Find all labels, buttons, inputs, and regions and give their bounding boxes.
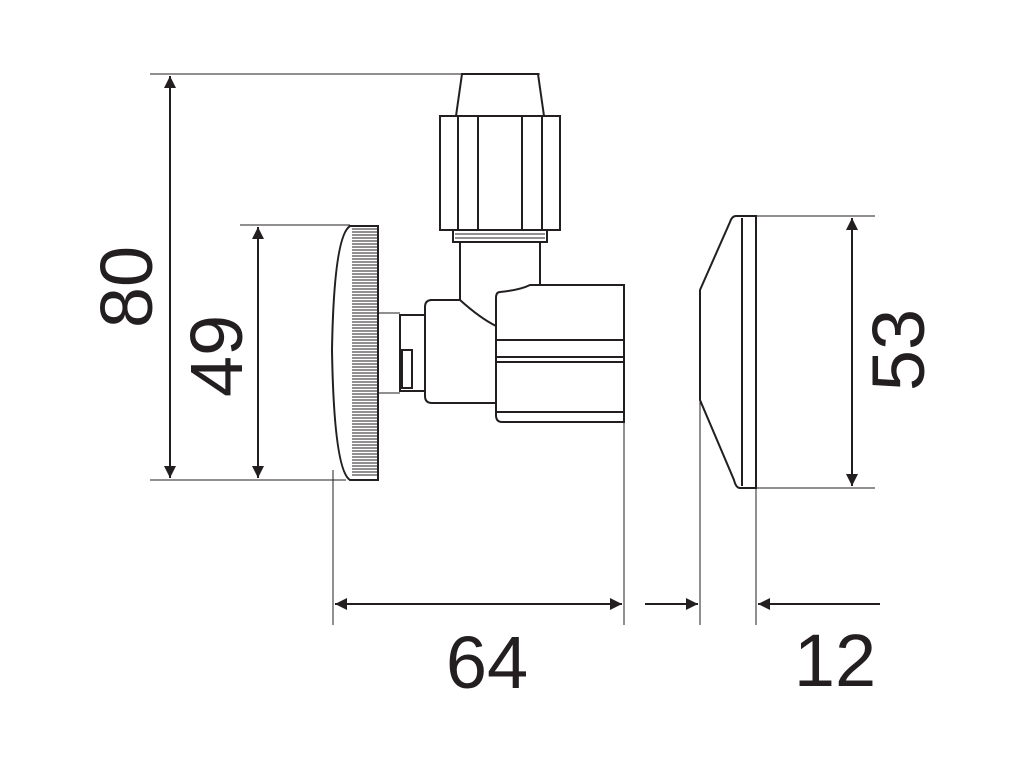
thread: [452, 229, 548, 243]
valve-front-view: [330, 73, 625, 481]
dimension-arrows: [164, 76, 880, 610]
inlet-body: [424, 299, 497, 404]
outlet-body: [495, 284, 625, 423]
knurl-lines: [352, 228, 377, 476]
dimension-label-53: 53: [857, 309, 940, 391]
dimension-label-64: 64: [446, 621, 528, 704]
dimension-label-80: 80: [85, 246, 168, 328]
outlet-cap: [454, 73, 546, 117]
compression-nut: [439, 115, 561, 231]
cover-side-view: [699, 215, 757, 489]
dimension-label-12: 12: [794, 619, 876, 702]
dimension-label-49: 49: [175, 315, 258, 397]
